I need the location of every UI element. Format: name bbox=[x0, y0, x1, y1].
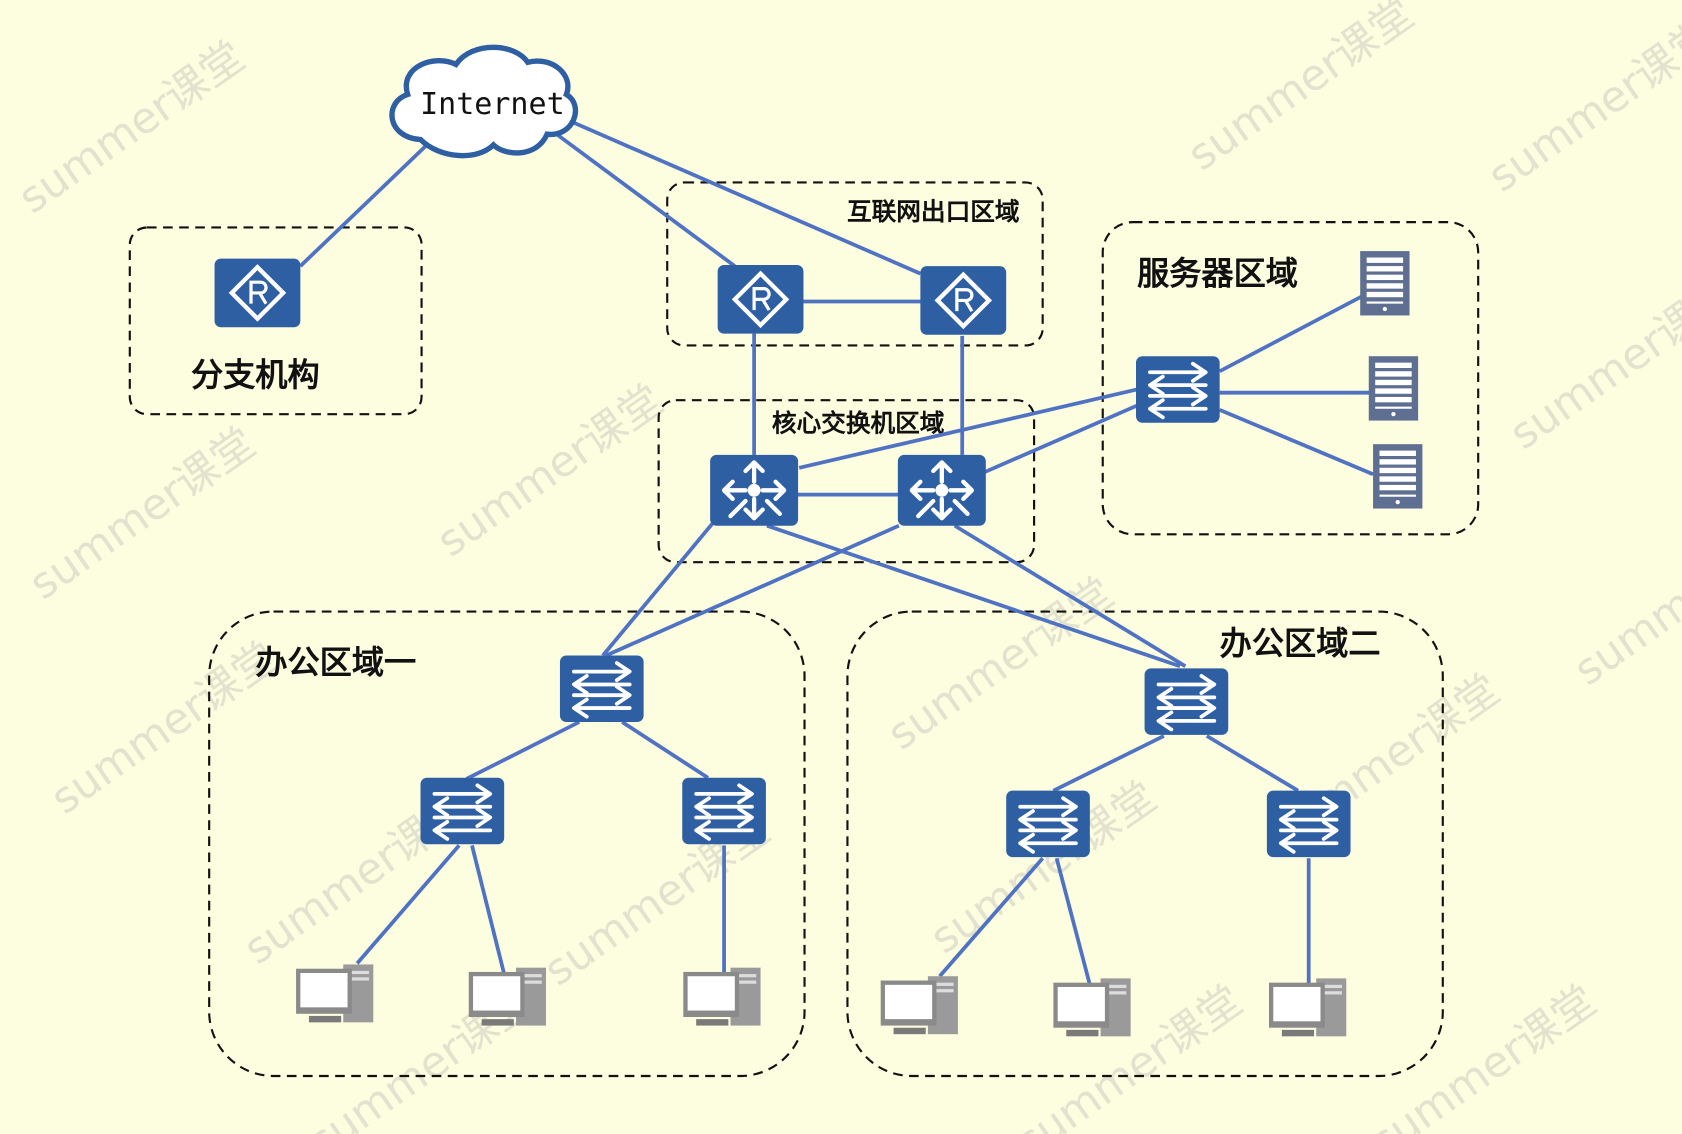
office2-access-switch-1-icon[interactable] bbox=[1004, 788, 1092, 860]
watermark: summer课堂 bbox=[42, 633, 286, 825]
zone-label-office-two: 办公区域二 bbox=[1220, 624, 1381, 662]
link bbox=[766, 523, 1181, 669]
pc-icon[interactable] bbox=[1269, 978, 1347, 1037]
zone-server bbox=[1101, 221, 1480, 536]
link bbox=[601, 521, 715, 657]
zone-branch bbox=[128, 226, 423, 416]
watermark: summer课堂 bbox=[428, 375, 672, 567]
link bbox=[938, 857, 1045, 978]
watermark: summer课堂 bbox=[21, 418, 265, 610]
pc-icon[interactable] bbox=[880, 976, 958, 1035]
internet-label: Internet bbox=[420, 87, 565, 122]
zone-core bbox=[657, 399, 1036, 564]
zone-office-one bbox=[208, 610, 806, 1078]
link bbox=[548, 127, 736, 268]
branch-router-icon[interactable] bbox=[215, 259, 301, 328]
pc-icon[interactable] bbox=[683, 967, 761, 1026]
link bbox=[465, 720, 581, 781]
link bbox=[798, 387, 1138, 470]
pc-icon[interactable] bbox=[468, 967, 547, 1026]
watermark: summer课堂 bbox=[1501, 268, 1682, 460]
server-3-icon[interactable] bbox=[1373, 444, 1423, 509]
watermark: summer课堂 bbox=[1179, 0, 1423, 181]
zone-label-server: 服务器区域 bbox=[1137, 254, 1298, 292]
link bbox=[605, 523, 900, 658]
office1-access-switch-2-icon[interactable] bbox=[680, 775, 768, 847]
link bbox=[983, 403, 1138, 474]
office2-aggregation-switch-icon[interactable] bbox=[1142, 666, 1231, 737]
zone-label-branch: 分支机构 bbox=[191, 356, 320, 394]
zone-internet-exit bbox=[666, 181, 1044, 347]
watermark: summer课堂 bbox=[879, 568, 1123, 760]
server-1-icon[interactable] bbox=[1360, 251, 1410, 316]
link bbox=[299, 143, 429, 268]
link bbox=[562, 116, 922, 276]
zone-label-core: 核心交换机区域 bbox=[772, 408, 945, 437]
link bbox=[953, 524, 1187, 668]
office1-access-switch-1-icon[interactable] bbox=[418, 775, 507, 847]
office1-aggregation-switch-icon[interactable] bbox=[558, 653, 646, 724]
internet-cloud[interactable]: Internet bbox=[389, 44, 579, 159]
link bbox=[621, 720, 710, 780]
pc-icon[interactable] bbox=[296, 964, 374, 1023]
zone-label-internet-exit: 互联网出口区域 bbox=[847, 197, 1020, 226]
link bbox=[470, 844, 506, 975]
watermark: summer课堂 bbox=[10, 32, 254, 224]
server-2-icon[interactable] bbox=[1368, 356, 1419, 421]
server-switch-icon[interactable] bbox=[1134, 354, 1222, 425]
core-switch-2-icon[interactable] bbox=[898, 455, 986, 526]
watermark: summer课堂 bbox=[1565, 504, 1682, 696]
watermark: summer课堂 bbox=[1479, 10, 1682, 202]
watermarks: summer课堂 summer课堂 summer课堂 summer课堂 summ… bbox=[10, 0, 1682, 1134]
cloud-icon bbox=[389, 44, 579, 159]
exit-router-1-icon[interactable] bbox=[718, 265, 804, 334]
exit-router-2-icon[interactable] bbox=[920, 266, 1006, 335]
link bbox=[1054, 857, 1092, 986]
zone-office-two bbox=[846, 610, 1444, 1078]
links bbox=[299, 116, 1374, 986]
zone-label-office-one: 办公区域一 bbox=[255, 644, 416, 682]
pc-icon[interactable] bbox=[1053, 978, 1131, 1037]
core-switch-1-icon[interactable] bbox=[710, 455, 798, 526]
watermark: summer课堂 bbox=[1361, 976, 1605, 1134]
link bbox=[355, 844, 461, 965]
link bbox=[1052, 734, 1165, 793]
link bbox=[1218, 408, 1374, 476]
link bbox=[1218, 294, 1364, 373]
link bbox=[1205, 734, 1299, 793]
office2-access-switch-2-icon[interactable] bbox=[1264, 788, 1353, 860]
